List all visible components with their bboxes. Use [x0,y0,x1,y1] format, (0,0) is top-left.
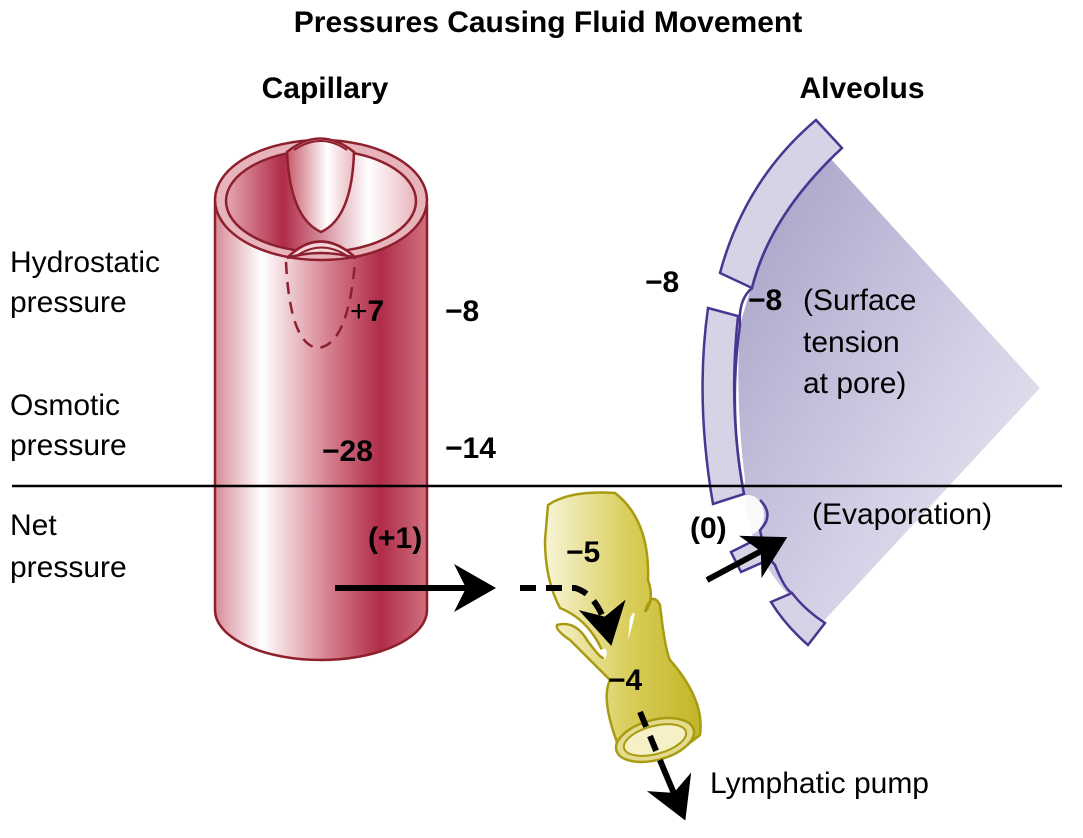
lymphatic-vessel [543,491,702,764]
interstitial-osmotic-value: −14 [445,432,496,465]
net-alveolus-value: (0) [690,512,727,545]
capillary-heading: Capillary [262,72,389,105]
svg-text:(Surface: (Surface [803,284,916,317]
svg-text:at pore): at pore) [803,367,906,400]
lymph-dashed-segment [637,710,665,767]
capillary-vessel [213,137,429,662]
evaporation-arrow [705,535,788,583]
lymph-entry-dashed-arrow [520,585,626,646]
row-label-hydrostatic: Hydrostatic pressure [10,246,160,319]
diagram-title: Pressures Causing Fluid Movement [294,6,802,39]
lymph-lower-value: −4 [608,664,643,697]
lymphatic-pump-arrow [646,763,692,821]
svg-text:pressure: pressure [10,429,127,462]
alveolus-heading: Alveolus [799,72,924,105]
lymph-upper-value: −5 [566,536,600,569]
evaporation-label: (Evaporation) [812,498,992,531]
net-capillary-value: (+1) [368,522,422,555]
svg-text:pressure: pressure [10,551,127,584]
capillary-osmotic-value: −28 [322,435,373,468]
row-label-net: Net pressure [10,509,127,584]
interstitial-hydrostatic-value: −8 [445,295,479,328]
svg-text:pressure: pressure [10,286,127,319]
alveolar-hydrostatic-outer-value: −8 [645,266,679,299]
capillary-hydrostatic-value: +7 [350,295,384,328]
surface-tension-annotation: (Surface tension at pore) [803,284,916,400]
svg-text:tension: tension [803,326,900,359]
svg-text:Hydrostatic: Hydrostatic [10,246,160,279]
lymphatic-pump-label: Lymphatic pump [710,767,929,800]
svg-text:Net: Net [10,509,57,542]
svg-text:Osmotic: Osmotic [10,389,120,422]
surface-tension-value: −8 [748,284,782,317]
row-label-osmotic: Osmotic pressure [10,389,127,462]
